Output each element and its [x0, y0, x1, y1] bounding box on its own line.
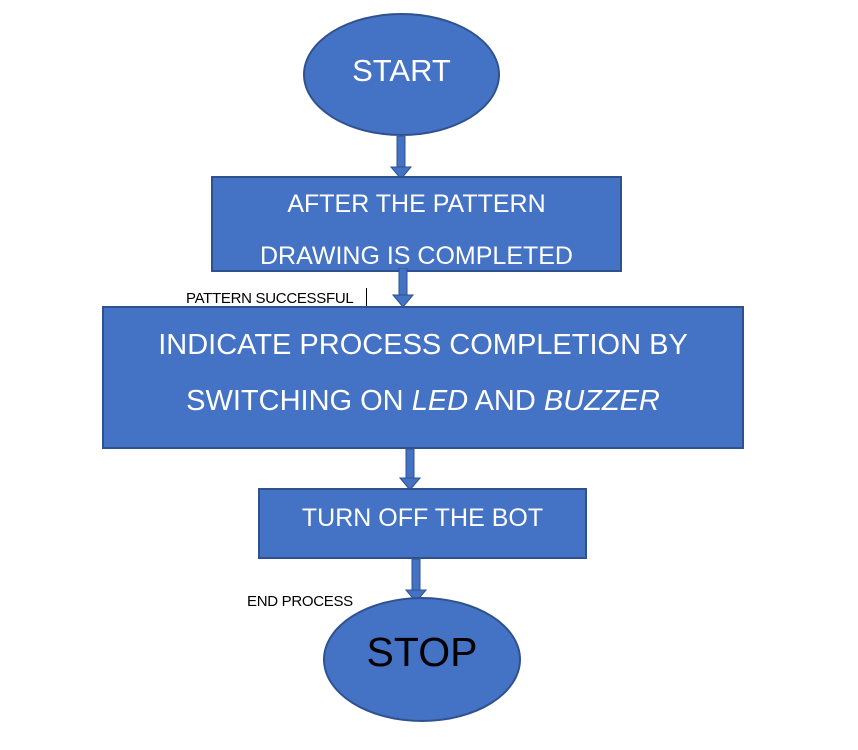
after-pattern-line-2: DRAWING IS COMPLETED	[260, 242, 573, 270]
pattern-successful-label: PATTERN SUCCESSFUL	[186, 290, 354, 307]
indicate-line-2-and: AND	[468, 385, 544, 417]
arrow-after-pattern-to-indicate	[392, 268, 414, 308]
buzzer-label: BUZZER	[543, 385, 660, 417]
led-label: LED	[411, 385, 469, 417]
turn-off-node: TURN OFF THE BOT	[258, 488, 587, 559]
arrow-indicate-to-turn-off	[399, 449, 421, 491]
indicate-line-2-prefix: SWITCHING ON	[186, 385, 412, 417]
indicate-line-1: INDICATE PROCESS COMPLETION BY	[158, 329, 688, 361]
stop-label: STOP	[366, 629, 478, 675]
arrow-start-to-after-pattern	[390, 136, 412, 180]
stop-node: STOP	[323, 597, 521, 722]
start-node: START	[303, 13, 500, 136]
text-cursor	[366, 288, 367, 306]
arrow-turn-off-to-stop	[405, 559, 427, 603]
indicate-completion-node: INDICATE PROCESS COMPLETION BY SWITCHING…	[102, 306, 744, 449]
after-pattern-line-1: AFTER THE PATTERN	[287, 190, 546, 218]
indicate-line-2: SWITCHING ON LED AND BUZZER	[104, 382, 742, 420]
start-label: START	[352, 52, 451, 88]
after-pattern-node: AFTER THE PATTERN DRAWING IS COMPLETED	[211, 176, 622, 272]
end-process-label: END PROCESS	[247, 593, 353, 610]
turn-off-label: TURN OFF THE BOT	[301, 504, 544, 532]
